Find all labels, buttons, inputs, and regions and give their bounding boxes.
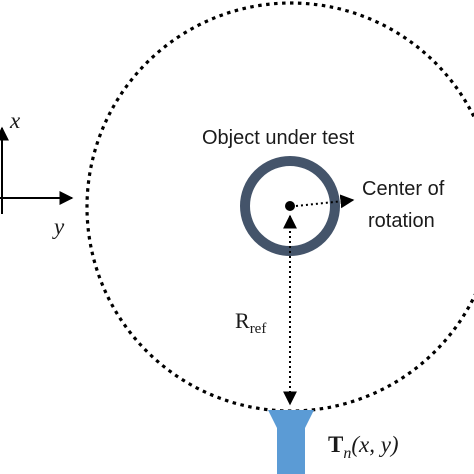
probe-label: Tn(x, y) — [328, 432, 399, 462]
reference-radius-label: Rref — [235, 308, 266, 337]
scan-path-circle — [85, 1, 474, 413]
center-of-rotation-label-line1: Center of — [362, 178, 445, 200]
probe-transducer — [268, 410, 314, 474]
reference-radius-subscript: ref — [250, 321, 267, 337]
probe-label-args: (x, y) — [351, 432, 398, 457]
axis-x-label: x — [9, 108, 21, 133]
axis-y-label: y — [52, 214, 65, 239]
probe-label-subscript: n — [343, 445, 351, 462]
center-of-rotation-dot — [285, 201, 295, 211]
probe-label-symbol: T — [328, 432, 343, 457]
reference-radius-symbol: R — [235, 308, 250, 333]
center-of-rotation-label-line2: rotation — [368, 210, 435, 232]
object-under-test-label: Object under test — [202, 127, 355, 149]
center-of-rotation-pointer — [295, 194, 355, 209]
